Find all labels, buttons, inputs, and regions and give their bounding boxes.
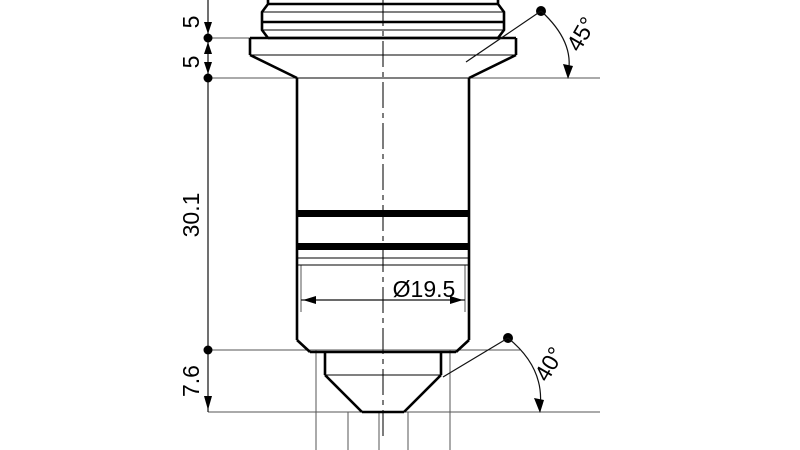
lens-body-geometry xyxy=(248,0,518,414)
colour-band-upper xyxy=(297,210,469,217)
arrowhead-flange-upper xyxy=(204,42,212,54)
arrowhead-angle-40 xyxy=(534,398,544,413)
dim-point-thread-base xyxy=(203,33,213,43)
arrowhead-nose-lower xyxy=(204,396,212,410)
dim-label-body-diameter: Ø19.5 xyxy=(393,276,456,302)
nose-cone-left-face xyxy=(324,374,363,413)
colour-band-lower xyxy=(297,243,469,250)
vertical-dimension-chain: 5 5 30.1 7.6 xyxy=(178,0,213,412)
body-bottom-chamfer-left xyxy=(296,339,311,353)
dim-label-body-length: 30.1 xyxy=(178,193,204,238)
thread-left-wall xyxy=(260,0,270,39)
body-bottom-chamfer-right xyxy=(455,339,470,353)
flange-shoulder xyxy=(248,36,518,80)
dim-label-cone-angle: 40° xyxy=(529,342,569,385)
dim-label-flange-height: 5 xyxy=(178,56,204,69)
dim-point-flange-base xyxy=(203,73,213,83)
diameter-dimension: Ø19.5 xyxy=(301,276,465,304)
nose-assembly xyxy=(323,352,443,414)
chamfer-left-45deg xyxy=(249,53,298,80)
angle-dimension-45: 45° xyxy=(465,6,601,79)
main-body xyxy=(295,77,471,354)
thread-right-wall xyxy=(496,0,506,39)
nose-cone-right-face xyxy=(403,374,442,413)
arrowhead-angle-45 xyxy=(563,64,573,79)
chamfer-right-45deg xyxy=(468,53,517,80)
dim-label-nose-length: 7.6 xyxy=(178,365,204,397)
arrowhead-dia-right xyxy=(450,296,463,304)
angle-40-leader xyxy=(442,337,509,378)
arrowhead-thread-lower xyxy=(204,22,212,34)
dim-label-thread-length: 5 xyxy=(178,16,204,29)
arrowhead-dia-left xyxy=(303,296,316,304)
angle-45-leader xyxy=(465,10,542,63)
arrowhead-flange-lower xyxy=(204,62,212,74)
dim-point-body-base xyxy=(203,345,213,355)
